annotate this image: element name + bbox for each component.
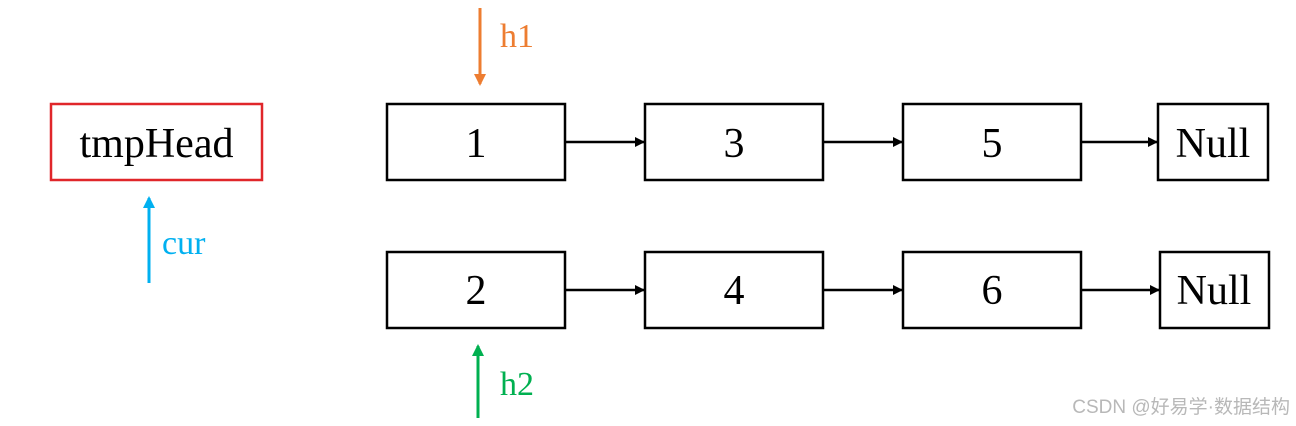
watermark: CSDN @好易学·数据结构 — [1072, 396, 1290, 418]
h1-label: h1 — [500, 18, 534, 55]
h2-label: h2 — [500, 366, 534, 403]
list-2: 2 4 6 Null — [385, 250, 1271, 330]
list-node-box — [385, 102, 567, 182]
list-node-value: 5 — [982, 121, 1003, 167]
list-node-value: 4 — [724, 268, 745, 314]
list-node-value: 1 — [466, 121, 487, 167]
list-node-box — [385, 250, 567, 330]
null-terminal-label: Null — [1176, 121, 1251, 167]
null-terminal-box — [1158, 250, 1271, 330]
list-node-value: 6 — [982, 268, 1003, 314]
h1-pointer: h1 — [474, 8, 534, 86]
tmp-head-label: tmpHead — [80, 121, 234, 167]
tmp-head-box — [49, 102, 264, 182]
null-terminal-box — [1156, 102, 1270, 182]
list-1: 1 3 5 Null — [385, 102, 1270, 182]
list-node-box — [901, 250, 1083, 330]
h2-pointer: h2 — [472, 344, 534, 418]
list-node-box — [643, 102, 825, 182]
list-node-value: 3 — [724, 121, 745, 167]
list-node-value: 2 — [466, 268, 487, 314]
tmp-head-node: tmpHead — [49, 102, 264, 182]
cur-label: cur — [162, 225, 206, 262]
null-terminal-label: Null — [1177, 268, 1252, 314]
cur-pointer: cur — [143, 196, 206, 283]
